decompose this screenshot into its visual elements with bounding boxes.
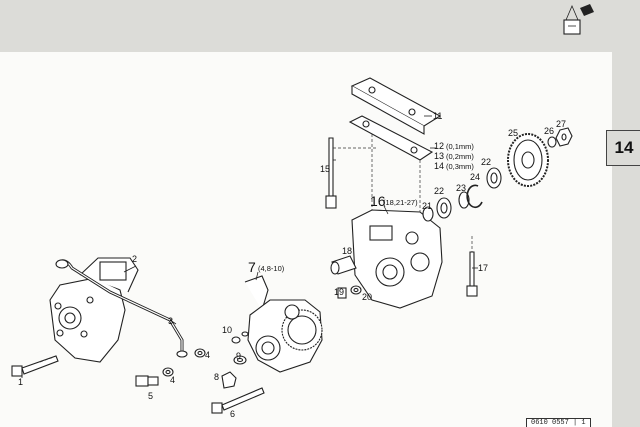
bracket-11 <box>350 77 442 135</box>
callout-21: 21 <box>422 201 432 211</box>
callout-15: 15 <box>320 164 330 174</box>
bolt-17 <box>466 236 478 297</box>
callout-7-sub: (4,8-10) <box>258 264 285 273</box>
callout-11: 11 <box>433 111 442 121</box>
right-margin-band <box>612 52 640 427</box>
callout-18: 18 <box>342 246 352 256</box>
bearings-21-24 <box>422 167 502 222</box>
bolt-15 <box>325 137 376 209</box>
pump-assembly-7 <box>244 275 323 373</box>
washer-26-nut-27 <box>547 127 573 148</box>
callout-17: 17 <box>478 263 488 273</box>
callout-2: 2 <box>132 254 137 264</box>
callout-22a: 22 <box>434 186 444 196</box>
callout-16-sub: (18,21-27) <box>383 198 418 207</box>
callout-4b: 4 <box>170 375 175 385</box>
oil-can-pump-icon <box>563 4 594 35</box>
callout-22b: 22 <box>481 157 491 167</box>
oil-pipe <box>55 259 188 358</box>
callout-20: 20 <box>362 292 372 302</box>
leader-lines <box>21 115 478 378</box>
callout-27: 27 <box>556 119 566 129</box>
callout-13: 13 <box>434 151 444 161</box>
pin-18 <box>330 255 357 275</box>
parts-19-20 <box>337 285 362 299</box>
callout-14-sub: (0,3mm) <box>446 162 474 171</box>
callout-12-sub: (0,1mm) <box>446 142 474 151</box>
callout-24: 24 <box>470 172 480 182</box>
callout-23: 23 <box>456 183 466 193</box>
callout-19: 19 <box>334 287 344 297</box>
callout-1: 1 <box>18 377 23 387</box>
callout-10: 10 <box>222 325 232 335</box>
callout-3: 3 <box>168 316 173 326</box>
pump-body-16 <box>351 209 443 309</box>
gear-25 <box>507 133 549 187</box>
callout-4a: 4 <box>205 350 210 360</box>
bolt-6 <box>211 387 265 414</box>
callout-8: 8 <box>214 372 219 382</box>
callout-7: 7 <box>248 259 256 275</box>
callout-13-sub: (0,2mm) <box>446 152 474 161</box>
callout-6: 6 <box>230 409 235 419</box>
callout-14: 14 <box>434 161 444 171</box>
small-parts-8-9-10 <box>221 331 249 389</box>
section-tab[interactable]: 14 <box>606 130 640 166</box>
callout-25: 25 <box>508 128 518 138</box>
callout-26: 26 <box>544 126 554 136</box>
footer-reference: 0610 0557 | 1 <box>526 418 591 427</box>
pump-housing-left <box>49 257 139 363</box>
header-band <box>0 0 640 52</box>
callout-16: 16 <box>370 193 386 209</box>
callout-9: 9 <box>236 351 241 361</box>
banjo-bolt-5 <box>135 348 206 387</box>
callout-12: 12 <box>434 141 444 151</box>
callout-5: 5 <box>148 391 153 401</box>
shim-plate-12-14 <box>348 115 434 212</box>
bolt-1 <box>11 355 59 377</box>
